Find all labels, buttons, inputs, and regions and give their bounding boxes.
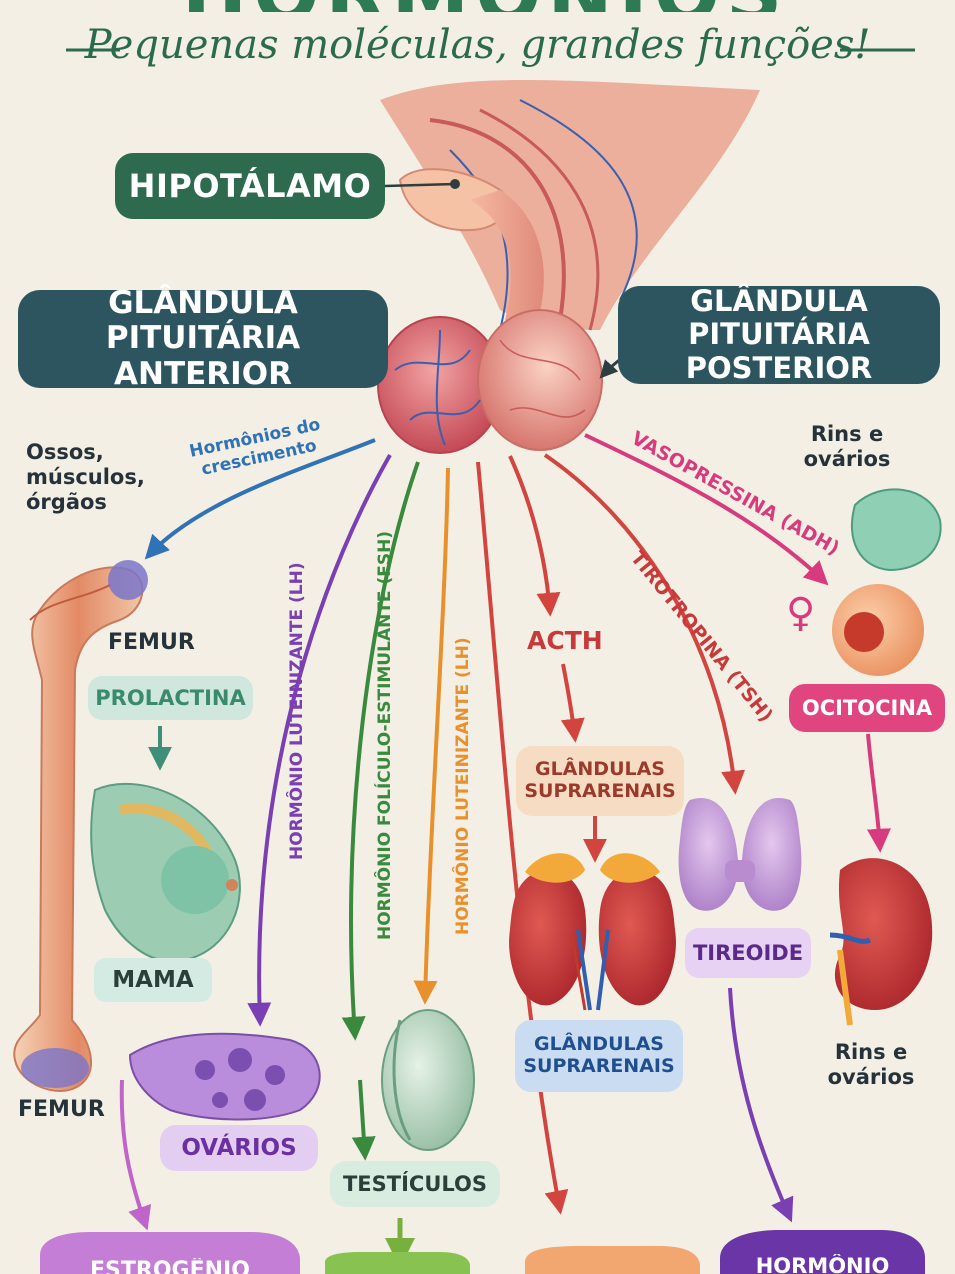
ocitocina-label: OCITOCINA: [789, 684, 945, 732]
estrogenio-label: ESTROGÊNIO: [90, 1258, 250, 1274]
arrow-lh-1: [247, 454, 392, 1027]
arrow-fsh-testiculos: [351, 1079, 376, 1161]
ovario-illustration: [128, 1032, 321, 1121]
orange-pill-shape: [525, 1246, 700, 1274]
femur-bone-illustration: [13, 560, 148, 1092]
page-title: HORMÔNIOS: [140, 0, 830, 12]
ossos-label: Ossos, músculos, órgãos: [26, 440, 145, 514]
hipotalamo-dot: [450, 179, 460, 189]
rim-illustration: [829, 858, 933, 1026]
testiculos-label: TESTÍCULOS: [330, 1161, 500, 1207]
arrow-crescimento: [144, 438, 376, 560]
arrow-vasopressina: [584, 433, 829, 586]
hipotalamo-connector: [384, 182, 456, 188]
arrow-fsh: [341, 461, 420, 1041]
label-lh-2: HORMÔNIO LUTEINIZANTE (LH): [451, 637, 473, 935]
subtitle-rule-lines: [66, 48, 915, 52]
hipotalamo-label: HIPOTÁLAMO: [115, 153, 385, 219]
lobe-vessels: [394, 329, 481, 446]
label-fsh: HORMÔNIO FOLÍCULO-ESTIMULANTE (FSH): [373, 531, 395, 940]
pituitary-stalk: [470, 190, 544, 330]
label-tirotropina: TIROTROPINA (TSH): [626, 547, 777, 726]
mama-label: MAMA: [94, 958, 212, 1002]
femur-top-label: FEMUR: [108, 630, 195, 655]
arrow-acth-suprarenais: [560, 663, 585, 743]
arrow-ocitocina-kidney: [866, 733, 891, 853]
acth-label: ACTH: [527, 626, 603, 655]
arrow-to-estrogenio-long: [476, 461, 569, 1215]
hormonio-bottom-label: HORMÔNIO: [755, 1254, 890, 1274]
posterior-lobe: [477, 309, 603, 451]
estrogenio-pill-shape: [40, 1232, 300, 1274]
prolactina-label: PROLACTINA: [88, 676, 253, 720]
testiculo-illustration: [381, 1009, 475, 1151]
ovarios-label: OVÁRIOS: [160, 1125, 318, 1171]
green-pill-shape: [325, 1252, 470, 1274]
femur-bottom-label: FEMUR: [18, 1097, 105, 1122]
suprarenais-top-label: GLÂNDULAS SUPRARENAIS: [516, 746, 684, 816]
rins-bottom-label: Rins e ovários: [827, 1040, 915, 1089]
suprarenais-kidneys-illustration: [509, 853, 676, 1011]
pituitaria-posterior-label: GLÂNDULA PITUITÁRIA POSTERIOR: [618, 284, 940, 384]
arrow-ovarios-estrogenio: [119, 1079, 152, 1231]
tireoide-illustration: [678, 798, 802, 911]
pituitaria-anterior-label: GLÂNDULA PITUITÁRIA ANTERIOR: [18, 285, 388, 392]
tireoide-label: TIREOIDE: [685, 928, 811, 978]
arrow-tireoide-down: [728, 987, 794, 1223]
arrow-acth: [508, 455, 561, 617]
suprarenais-bottom-label: GLÂNDULAS SUPRARENAIS: [515, 1020, 683, 1092]
lobe-vessels-right: [499, 339, 586, 418]
female-symbol: ♀: [786, 590, 816, 636]
rins-top-label: Rins e ovários: [803, 422, 891, 471]
arrow-lh-2: [413, 467, 450, 1005]
rins-ovarios-illustration: [832, 488, 942, 676]
hormonio-pill-shape: [720, 1230, 925, 1274]
mama-illustration: [90, 782, 241, 963]
arrow-tirotropina: [543, 453, 746, 795]
label-lh-1: HORMÔNIO LUTEINIZANTE (LH): [285, 562, 307, 860]
page-subtitle: Pequenas moléculas, grandes funções!: [84, 22, 871, 68]
